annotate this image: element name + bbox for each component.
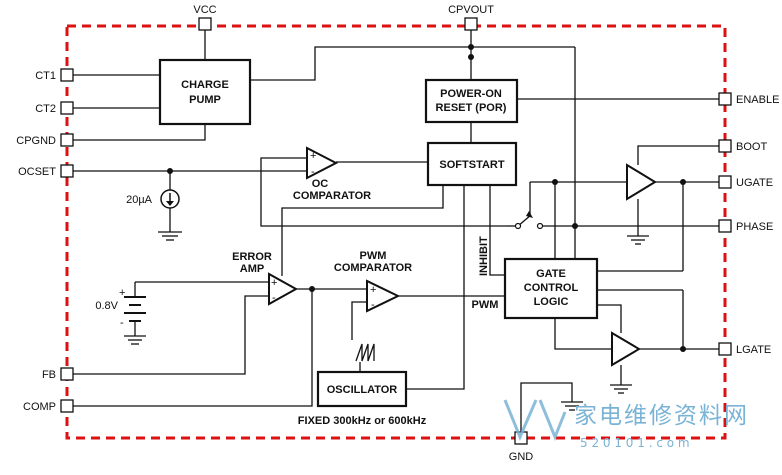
current-source-label: 20µA bbox=[126, 194, 153, 206]
reference-label: 0.8V bbox=[95, 300, 118, 312]
label-lgate: LGATE bbox=[736, 344, 771, 356]
softstart-label: SOFTSTART bbox=[439, 159, 504, 171]
pin-ct1 bbox=[60, 68, 74, 82]
por-line1: POWER-ON bbox=[440, 88, 502, 100]
pin-ct2 bbox=[60, 101, 74, 115]
pin-lgate bbox=[718, 342, 732, 356]
gate-logic-block bbox=[503, 257, 599, 320]
batt-plus: + bbox=[119, 287, 125, 299]
pin-vcc bbox=[198, 17, 212, 31]
label-cpgnd: CPGND bbox=[16, 135, 56, 147]
label-gnd: GND bbox=[509, 451, 534, 463]
oscillator-label: OSCILLATOR bbox=[327, 384, 398, 396]
pwm-comp-line1: PWM bbox=[360, 250, 387, 262]
label-phase: PHASE bbox=[736, 221, 773, 233]
sawtooth-icon bbox=[355, 343, 375, 362]
oc-plus: + bbox=[310, 150, 316, 162]
oc-label-line1: OC bbox=[312, 178, 329, 190]
batt-minus: - bbox=[120, 317, 124, 329]
frequency-note: FIXED 300kHz or 600kHz bbox=[298, 415, 427, 427]
label-cpvout: CPVOUT bbox=[448, 4, 494, 16]
label-ugate: UGATE bbox=[736, 177, 773, 189]
por-block bbox=[424, 78, 519, 124]
por-line2: RESET (POR) bbox=[436, 102, 507, 114]
oscillator-block bbox=[316, 370, 408, 408]
pwm-comp-line2: COMPARATOR bbox=[334, 262, 412, 274]
oc-minus: - bbox=[311, 166, 315, 178]
upper-driver-symbol bbox=[626, 163, 657, 201]
pin-enable bbox=[718, 92, 732, 106]
gate-logic-line1: GATE bbox=[536, 268, 566, 280]
pin-ocset bbox=[60, 164, 74, 178]
label-vcc: VCC bbox=[193, 4, 216, 16]
error-amp-symbol bbox=[268, 272, 299, 306]
label-fb: FB bbox=[42, 369, 56, 381]
label-ct2: CT2 bbox=[35, 103, 56, 115]
charge-pump-line1: CHARGE bbox=[181, 79, 229, 91]
inhibit-label: INHIBIT bbox=[478, 236, 490, 276]
error-amp-line2: AMP bbox=[240, 263, 264, 275]
pin-ugate bbox=[718, 175, 732, 189]
pwm-minus: - bbox=[371, 299, 375, 311]
label-boot: BOOT bbox=[736, 141, 767, 153]
pwm-plus: + bbox=[370, 284, 376, 296]
watermark-url: 5 2 0 1 0 1 . c o m bbox=[580, 436, 690, 450]
oc-comparator-symbol bbox=[306, 146, 339, 180]
pin-phase bbox=[718, 219, 732, 233]
phase-switch-icon bbox=[514, 222, 544, 230]
pwm-signal-label: PWM bbox=[472, 299, 499, 311]
pin-comp bbox=[60, 399, 74, 413]
watermark-logo bbox=[503, 399, 567, 442]
pin-fb bbox=[60, 367, 74, 381]
charge-pump-line2: PUMP bbox=[189, 94, 221, 106]
label-ocset: OCSET bbox=[18, 166, 56, 178]
label-enable: ENABLE bbox=[736, 94, 779, 106]
reference-battery-icon bbox=[124, 296, 146, 322]
pin-cpgnd bbox=[60, 133, 74, 147]
ea-minus: - bbox=[272, 292, 276, 304]
gate-logic-line2: CONTROL bbox=[524, 282, 579, 294]
pin-boot bbox=[718, 139, 732, 153]
softstart-block bbox=[426, 141, 518, 187]
ea-plus: + bbox=[271, 277, 277, 289]
pwm-comparator-symbol bbox=[366, 279, 401, 313]
current-source-icon bbox=[160, 189, 180, 209]
oc-label-line2: COMPARATOR bbox=[293, 190, 371, 202]
label-ct1: CT1 bbox=[35, 70, 56, 82]
watermark-chinese: 家电维修资料网 bbox=[574, 403, 749, 429]
lower-driver-symbol bbox=[611, 331, 641, 367]
label-comp: COMP bbox=[23, 401, 56, 413]
gate-logic-line3: LOGIC bbox=[534, 296, 569, 308]
charge-pump-block bbox=[158, 58, 252, 126]
error-amp-line1: ERROR bbox=[232, 251, 272, 263]
pin-cpvout bbox=[464, 17, 478, 31]
